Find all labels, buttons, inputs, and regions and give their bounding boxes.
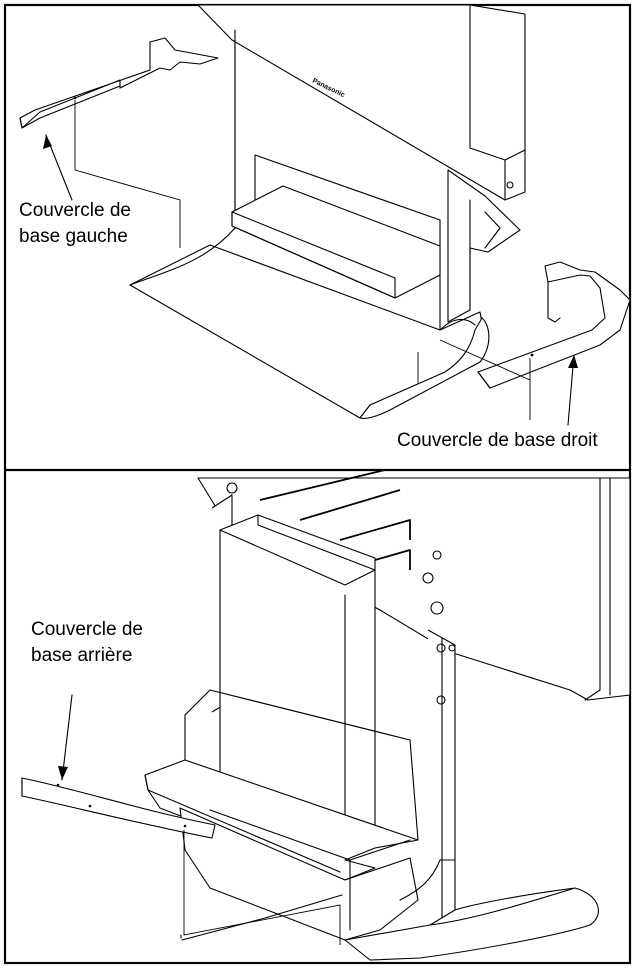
stand-column — [447, 169, 521, 323]
rear-cover-label-line2: base arrière — [31, 645, 133, 666]
rear-shelf — [144, 759, 419, 881]
display-panel — [197, 4, 526, 201]
arrow-rear-cover — [61, 694, 73, 781]
arrow-screws — [181, 894, 343, 941]
base-foot — [344, 887, 599, 961]
right-base-cover — [477, 261, 631, 389]
guide-left — [74, 100, 181, 248]
left-cover-label-line2: base gauche — [19, 226, 128, 247]
top-panel-drawing: Panasonic — [19, 4, 631, 420]
left-cover-label-line1: Couvercle de — [19, 200, 131, 221]
lower-cabinet — [179, 807, 419, 941]
left-base-cover — [19, 37, 219, 129]
bottom-panel-drawing — [21, 469, 631, 961]
rear-cover-label-line1: Couvercle de — [31, 619, 143, 640]
rear-base-cover — [21, 777, 216, 839]
right-cover-label: Couvercle de base droit — [397, 430, 598, 451]
